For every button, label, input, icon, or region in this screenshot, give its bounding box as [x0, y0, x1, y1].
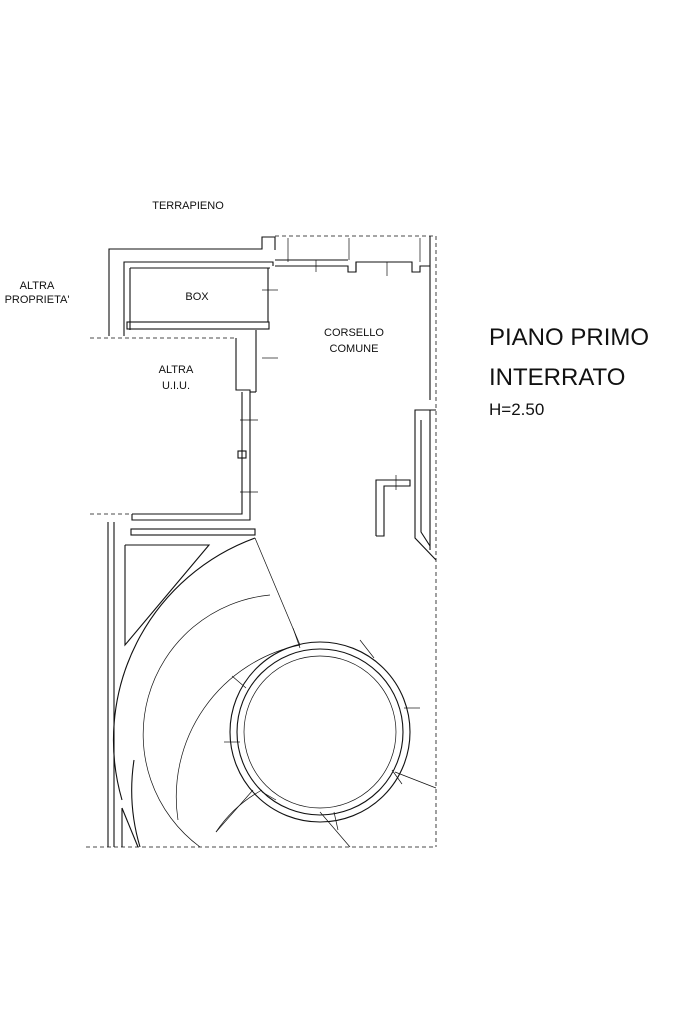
altra-proprieta-label-line2: PROPRIETA': [5, 294, 70, 306]
altra-uiu-label-line2: U.I.U.: [162, 380, 190, 392]
box-walls: [108, 236, 276, 336]
property-boundary: [86, 235, 437, 848]
plan-height: H=2.50: [489, 400, 544, 419]
altra-uiu-label-line1: ALTRA: [159, 364, 194, 376]
spiral-ramp: [112, 537, 437, 848]
door-ticks: [224, 260, 420, 831]
plan-title-line1: PIANO PRIMO: [489, 324, 649, 351]
plan-title-line2: INTERRATO: [489, 364, 625, 391]
box-label: BOX: [185, 291, 209, 303]
corsello-label-line1: CORSELLO: [324, 327, 384, 339]
circular-core: [229, 641, 411, 823]
altra-proprieta-label-line1: ALTRA: [20, 280, 55, 292]
altra-uiu-walls: [130, 330, 257, 536]
right-stepped-walls: [375, 409, 437, 561]
corsello-top-wall: [275, 236, 431, 400]
terrapieno-label: TERRAPIENO: [152, 200, 224, 212]
ramp-left-walls: [107, 522, 211, 848]
corsello-label-line2: COMUNE: [330, 343, 379, 355]
